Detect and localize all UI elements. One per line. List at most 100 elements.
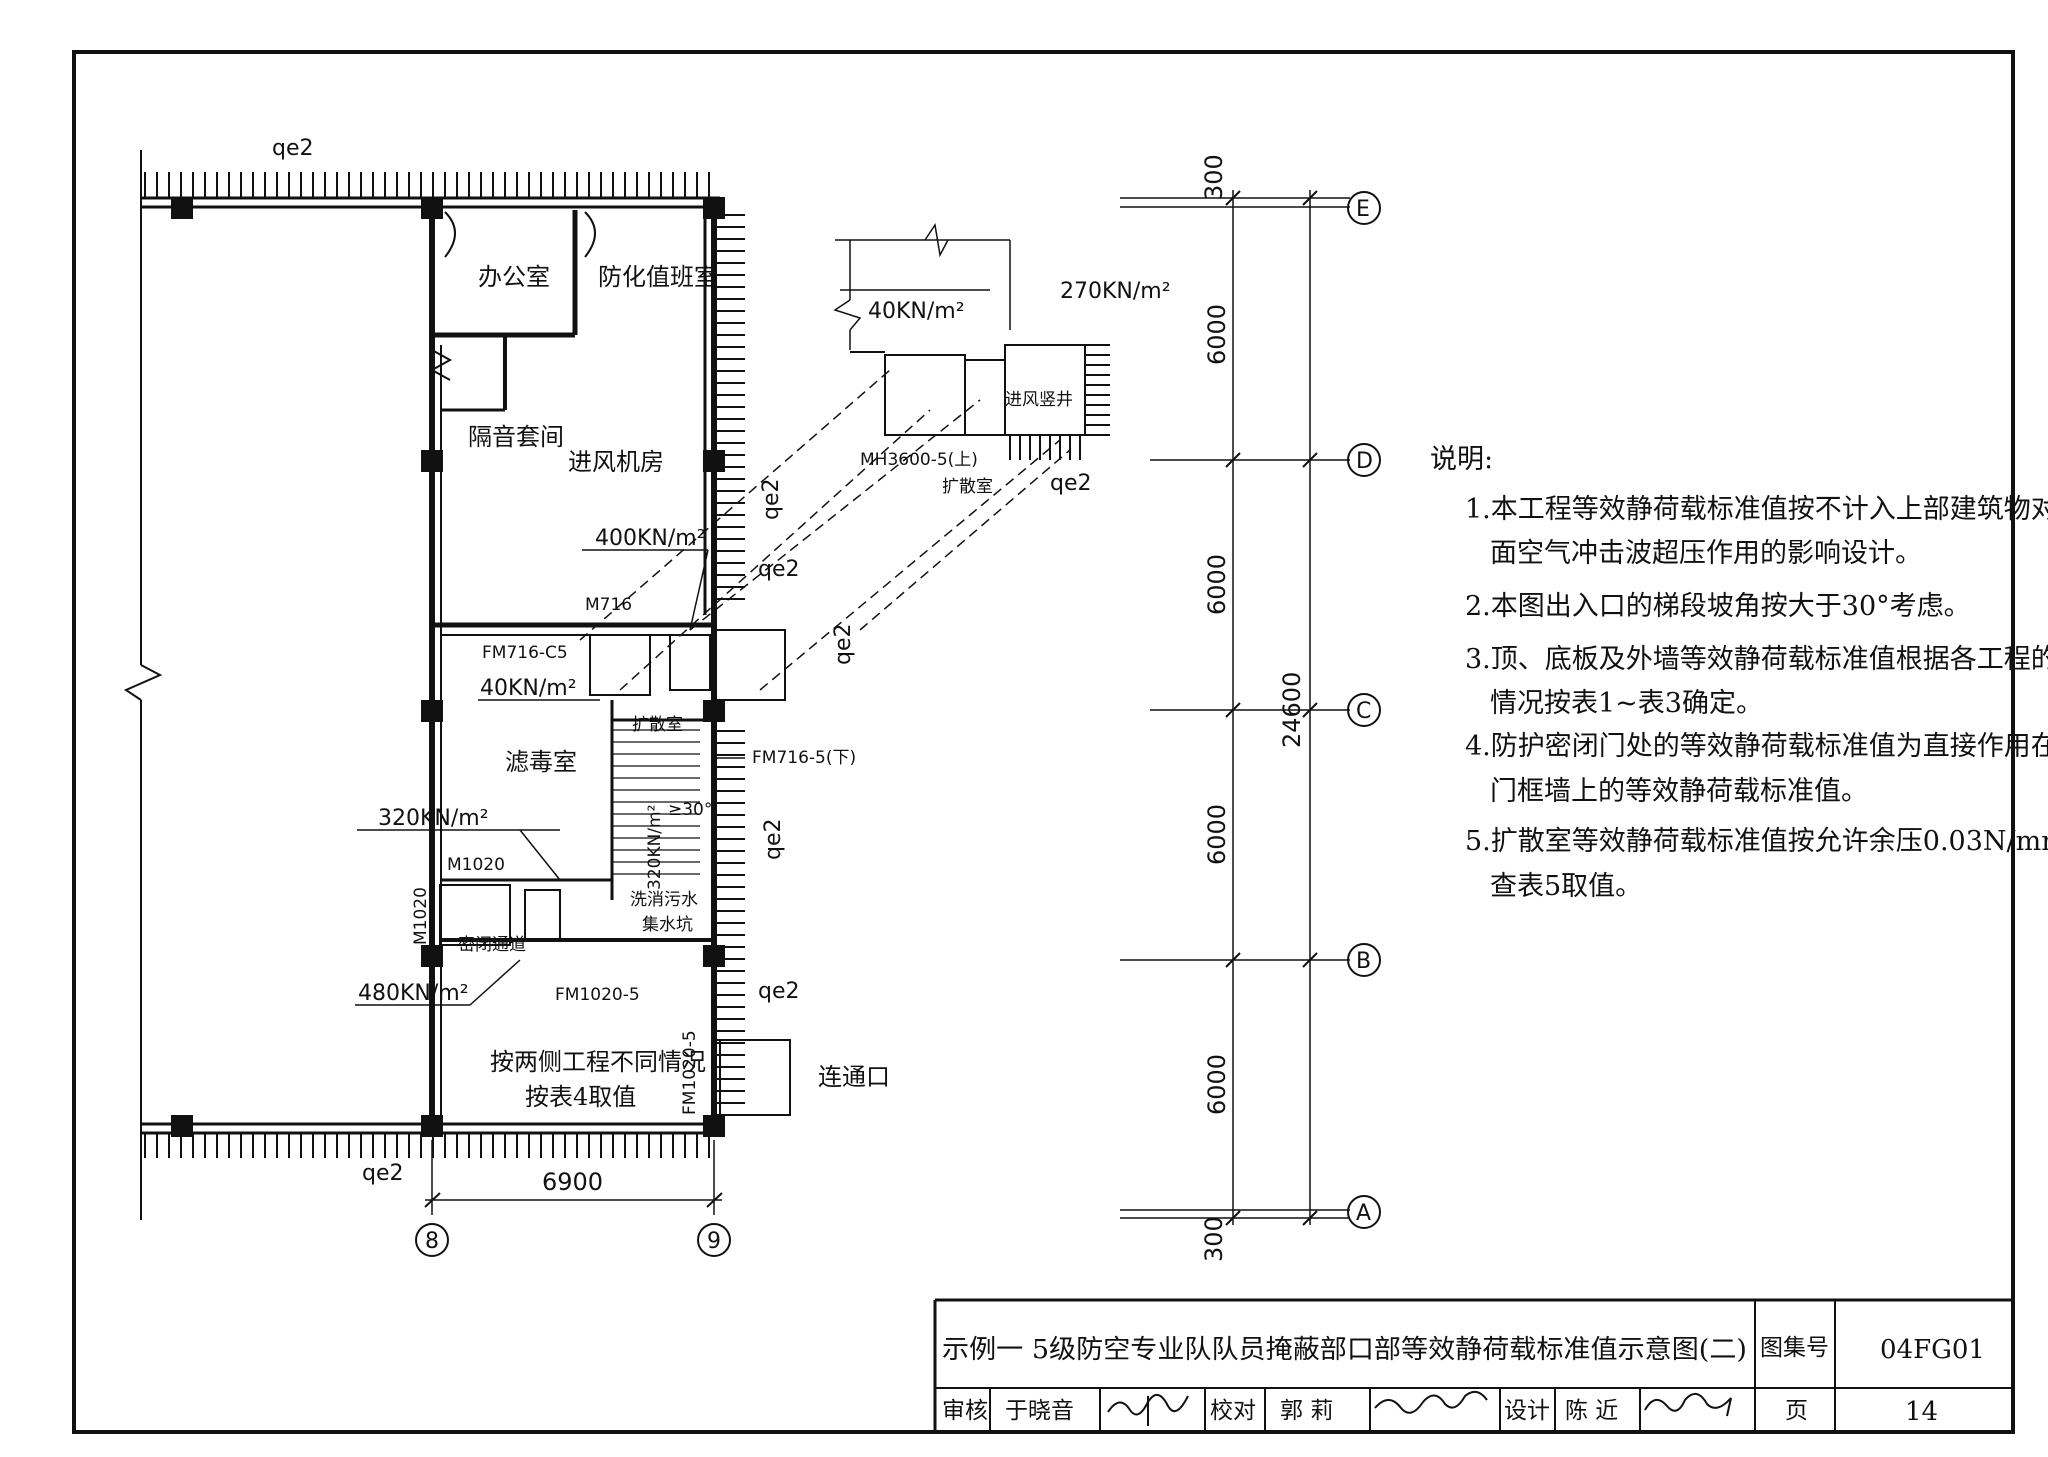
load-value: 320KN/m² — [378, 806, 489, 831]
side-note: 按两侧工程不同情况 — [490, 1048, 706, 1076]
room-connector: 连通口 — [818, 1063, 890, 1091]
column — [421, 700, 443, 722]
axis-8: 8 — [425, 1229, 439, 1254]
notes-title: 说明: — [1430, 444, 1493, 475]
column — [703, 450, 725, 472]
section-dim: 6000 — [1203, 804, 1231, 865]
door-label: M716 — [585, 595, 632, 615]
door-label: FM716-5(下) — [752, 748, 856, 768]
section-dim: 300 — [1200, 154, 1228, 200]
floor-plan — [123, 150, 1071, 1257]
column — [703, 700, 725, 722]
page-label: 页 — [1785, 1398, 1808, 1424]
column — [703, 1115, 725, 1137]
stair-treads — [612, 729, 700, 875]
axis-a: A — [1356, 1201, 1371, 1226]
room-filter: 滤毒室 — [505, 748, 577, 776]
load-label-qe2: qe2 — [761, 819, 786, 861]
room-fan: 进风机房 — [568, 448, 664, 476]
axis-b: B — [1356, 949, 1371, 974]
load-label-qe2: qe2 — [759, 479, 784, 521]
door-label: FM1020-5 — [555, 985, 640, 1005]
column — [421, 945, 443, 967]
room-decon: 密闭通道 — [458, 935, 526, 955]
load-label-qe2: qe2 — [831, 624, 856, 666]
design-label: 设计 — [1504, 1398, 1550, 1424]
note-line: 2.本图出入口的梯段坡角按大于30°考虑。 — [1465, 591, 1971, 622]
door-label: FM716-C5 — [482, 643, 568, 663]
note-line: 5.扩散室等效静荷载标准值按允许余压0.03N/mm² — [1465, 826, 2048, 857]
note-line: 1.本工程等效静荷载标准值按不计入上部建筑物对地 — [1465, 494, 2048, 525]
drawing-title: 示例一 5级防空专业队队员掩蔽部口部等效静荷载标准值示意图(二) — [942, 1335, 1747, 1365]
column — [703, 945, 725, 967]
axis-d: D — [1356, 449, 1373, 474]
axis-c: C — [1356, 699, 1371, 724]
note-line: 门框墙上的等效静荷载标准值。 — [1490, 776, 1868, 807]
load-label-qe2: qe2 — [362, 1161, 404, 1186]
load-value: 320KN/m² — [645, 805, 665, 890]
load-value: 270KN/m² — [1060, 279, 1171, 304]
reviewer-name: 于晓音 — [1005, 1398, 1074, 1424]
page-number: 14 — [1905, 1397, 1938, 1427]
signature — [1644, 1393, 1732, 1417]
room-expansion: 扩散室 — [942, 477, 993, 497]
checker-name: 郭 莉 — [1280, 1398, 1333, 1424]
side-note: 按表4取值 — [525, 1083, 636, 1111]
load-value: 480KN/m² — [358, 981, 469, 1006]
room-air-shaft: 进风竖井 — [1005, 390, 1073, 410]
door-label: M1020 — [447, 855, 505, 875]
column — [421, 1115, 443, 1137]
load-value: 400KN/m² — [595, 526, 706, 551]
load-value: 40KN/m² — [480, 676, 577, 701]
axis-9: 9 — [707, 1229, 721, 1254]
load-value: 40KN/m² — [868, 299, 965, 324]
section-dim: 6000 — [1203, 304, 1231, 365]
section-dim: 6000 — [1203, 554, 1231, 615]
room-expansion: 扩散室 — [632, 715, 683, 735]
door-label: FM1020-5 — [680, 1030, 700, 1115]
note-line: 3.顶、底板及外墙等效静荷载标准值根据各工程的具体 — [1465, 644, 2048, 675]
axis-e: E — [1356, 197, 1370, 222]
soil-hatch-top — [144, 172, 710, 198]
load-label-qe2: qe2 — [758, 557, 800, 582]
column — [171, 197, 193, 219]
room-wash-pit: 洗消污水 — [630, 890, 698, 910]
section-dim-total: 24600 — [1278, 672, 1306, 748]
soil-hatch-right — [714, 214, 745, 1116]
atlas-label: 图集号 — [1760, 1335, 1829, 1361]
check-label: 校对 — [1210, 1398, 1256, 1424]
room-duty: 防化值班室 — [598, 263, 718, 291]
title-block — [933, 1298, 2013, 1432]
soil-hatch-bottom — [144, 1133, 710, 1158]
room-wash-pit: 集水坑 — [642, 915, 693, 935]
note-line: 情况按表1~表3确定。 — [1490, 688, 1763, 719]
dimension-ticks — [1225, 190, 1318, 1226]
door-label: M1020 — [411, 887, 431, 945]
note-line: 4.防护密闭门处的等效静荷载标准值为直接作用在 — [1465, 731, 2048, 762]
shaft-hatch — [1009, 344, 1110, 460]
slope-label: ≥30° — [668, 800, 712, 820]
section-dim: 6000 — [1203, 1054, 1231, 1115]
room-sound: 隔音套间 — [468, 423, 564, 451]
section-dim: 300 — [1200, 1216, 1228, 1262]
signature — [1107, 1394, 1189, 1426]
review-label: 审核 — [942, 1398, 988, 1424]
room-office: 办公室 — [478, 263, 550, 291]
air-shaft-detail — [833, 223, 1110, 460]
column — [171, 1115, 193, 1137]
column — [703, 197, 725, 219]
load-label-qe2: qe2 — [758, 979, 800, 1004]
column — [421, 197, 443, 219]
note-line: 面空气冲击波超压作用的影响设计。 — [1490, 538, 1922, 569]
designer-name: 陈 近 — [1565, 1398, 1618, 1424]
section-dimensions — [1120, 190, 1381, 1229]
sheet-border — [72, 50, 2015, 1434]
note-line: 查表5取值。 — [1490, 871, 1642, 902]
bay-dimension: 6900 — [542, 1168, 603, 1196]
load-label-qe2: qe2 — [1050, 471, 1092, 496]
signature — [1374, 1390, 1488, 1414]
column — [421, 450, 443, 472]
load-label-qe2: qe2 — [272, 136, 314, 161]
atlas-number: 04FG01 — [1880, 1335, 1985, 1365]
